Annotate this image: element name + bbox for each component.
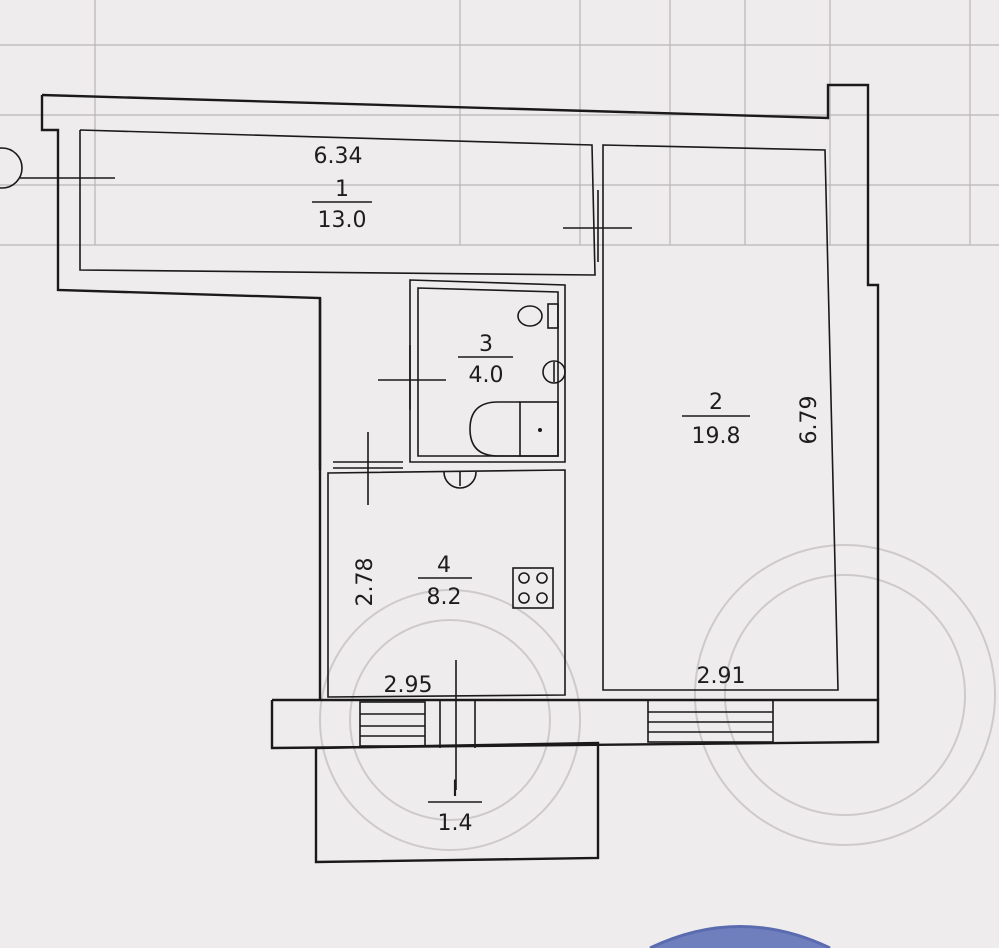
room-2-number: 2: [709, 390, 723, 415]
entry-marker-icon: [0, 147, 23, 189]
room-3-number: 3: [479, 332, 493, 357]
official-stamp-icon: [319, 544, 996, 948]
balcony-area: 1.4: [438, 811, 473, 836]
room-2-width: 2.91: [697, 664, 746, 689]
room-2-length: 6.79: [797, 396, 822, 445]
room-1-number: 1: [335, 177, 349, 202]
stove-icon: [512, 567, 554, 609]
balcony-number: I: [452, 777, 459, 802]
bathtub-icon: [469, 401, 559, 457]
room-4-length: 2.78: [353, 558, 378, 607]
room-4-number: 4: [437, 553, 451, 578]
sink-icon: [542, 360, 566, 384]
room-1-area: 13.0: [318, 208, 367, 233]
fraction-bars: [312, 201, 750, 803]
door-marks: [20, 177, 632, 790]
room-4-area: 8.2: [427, 585, 462, 610]
kitchen-sink-icon: [443, 471, 477, 489]
room-3-area: 4.0: [469, 363, 504, 388]
background-table: [0, 0, 999, 246]
toilet-icon: [517, 303, 559, 329]
window-icon: [359, 699, 774, 748]
room-1-width: 6.34: [314, 144, 363, 169]
room-4-width: 2.95: [384, 673, 433, 698]
room-2-area: 19.8: [692, 424, 741, 449]
